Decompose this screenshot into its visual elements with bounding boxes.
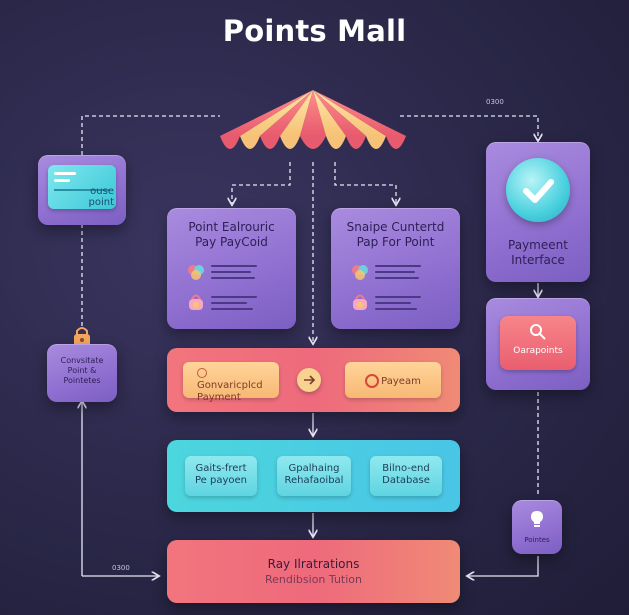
payment-right-box[interactable]: Payeam	[345, 362, 441, 398]
connector-top-right	[400, 115, 538, 140]
card-point-for-pap[interactable]: Snaipe Cuntertd Pap For Point	[331, 208, 460, 329]
umbrella-icon	[220, 90, 406, 149]
label-bottom-left: 0300	[112, 564, 130, 572]
oarapoints-button[interactable]: Oarapoints	[500, 316, 576, 370]
payment-icon	[197, 368, 207, 378]
search-icon	[528, 322, 548, 346]
coin-icon	[365, 374, 380, 388]
connector-right-bottom	[468, 556, 539, 576]
connector-umbrella-left	[232, 162, 291, 204]
payment-interface-card[interactable]: Paymeent Interface	[486, 142, 590, 282]
point-card-icon: ouse point	[48, 165, 116, 209]
bag-icon	[351, 292, 369, 316]
service-bar: Gaits-frert Pe payoen Gpalhaing Rehafaoi…	[167, 440, 460, 512]
pointes-card[interactable]: Pointes	[512, 500, 562, 554]
left-card-text: ouse point	[88, 186, 114, 208]
lightbulb-icon	[529, 510, 545, 532]
left-point-card[interactable]: ouse point	[38, 155, 126, 225]
connector-umbrella-right	[334, 162, 396, 204]
oarapoints-card[interactable]: Oarapoints	[486, 298, 590, 390]
service-box-1[interactable]: Gaits-frert Pe payoen	[185, 456, 257, 496]
lock-icon	[71, 324, 93, 352]
arrow-right-icon[interactable]	[297, 368, 321, 392]
checkmark-icon	[506, 158, 570, 222]
card-point-pay[interactable]: Point Ealrouric Pay PayCoid	[167, 208, 296, 329]
service-box-3[interactable]: Bilno-end Database	[370, 456, 442, 496]
colorful-dots-icon	[187, 263, 205, 285]
bag-icon	[187, 292, 205, 316]
payment-bar: Gonvaricplcd Payment Payeam	[167, 348, 460, 412]
bottom-bar[interactable]: Ray Ilratrations Rendibsion Tution	[167, 540, 460, 603]
colorful-dots-icon	[351, 263, 369, 285]
payment-left-box[interactable]: Gonvaricplcd Payment	[183, 362, 279, 403]
convert-point-card[interactable]: Convsitate Point & Pointetes	[47, 344, 117, 402]
label-top-right: 0300	[486, 98, 504, 106]
connector-left-top	[81, 115, 220, 155]
service-box-2[interactable]: Gpalhaing Rehafaoibal	[277, 456, 351, 496]
page-title: Points Mall	[222, 14, 407, 48]
